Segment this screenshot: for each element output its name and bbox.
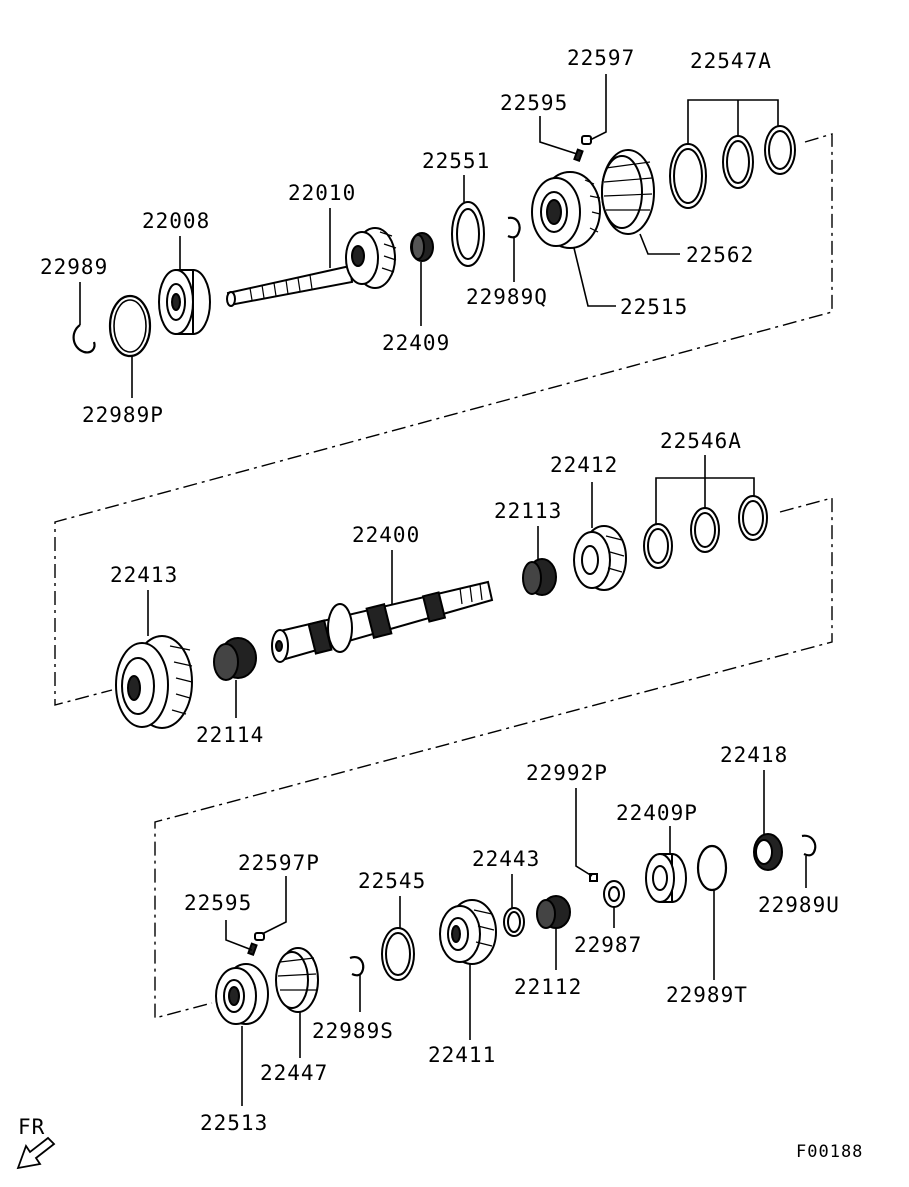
part-22409P-bearing[interactable] [645, 853, 687, 903]
part-22112-needle-bearing[interactable] [536, 895, 571, 929]
part-22513-synchro-hub[interactable] [215, 963, 269, 1025]
label-22989Q: 22989Q [466, 285, 548, 309]
label-22989U: 22989U [758, 893, 840, 917]
label-22992P: 22992P [526, 761, 608, 785]
part-22515-synchro-hub[interactable] [531, 171, 601, 249]
part-22418-bearing[interactable] [753, 833, 783, 871]
part-22595-spring-bottom[interactable] [247, 942, 258, 957]
part-22992P-ball[interactable] [589, 873, 598, 882]
label-22409P: 22409P [616, 801, 698, 825]
label-22400: 22400 [352, 523, 420, 547]
label-22447: 22447 [260, 1061, 328, 1085]
direction-label: FR [18, 1115, 45, 1139]
part-22412-gear[interactable] [573, 525, 627, 591]
label-22595-top: 22595 [500, 91, 568, 115]
part-22595-spring-top[interactable] [573, 148, 584, 163]
part-22989S-snap-ring[interactable] [349, 956, 365, 977]
label-22989: 22989 [40, 255, 108, 279]
part-22411-gear[interactable] [439, 899, 497, 965]
label-22010: 22010 [288, 181, 356, 205]
front-arrow-icon [16, 1136, 56, 1170]
part-22551-ring[interactable] [451, 201, 485, 267]
part-labels: 22989 22008 22010 22551 22595 22597 2254… [40, 46, 840, 1135]
label-22412: 22412 [550, 453, 618, 477]
part-22562-sleeve[interactable] [601, 149, 655, 235]
part-22010-input-shaft[interactable] [226, 227, 397, 307]
part-22989-snap-ring[interactable] [72, 324, 96, 354]
label-22989T: 22989T [666, 983, 748, 1007]
part-22989T-snap-ring[interactable] [696, 844, 728, 892]
label-22418: 22418 [720, 743, 788, 767]
label-22443: 22443 [472, 847, 540, 871]
label-22989P: 22989P [82, 403, 164, 427]
label-22113: 22113 [494, 499, 562, 523]
part-22987-washer[interactable] [603, 880, 625, 908]
label-22112: 22112 [514, 975, 582, 999]
label-22515: 22515 [620, 295, 688, 319]
label-22008: 22008 [142, 209, 210, 233]
part-22597-key-top[interactable] [581, 135, 592, 145]
label-22546A: 22546A [660, 429, 742, 453]
label-22409: 22409 [382, 331, 450, 355]
part-22413-gear[interactable] [115, 635, 193, 729]
label-22987: 22987 [574, 933, 642, 957]
part-22597P-key[interactable] [254, 932, 265, 941]
part-22400-main-shaft[interactable] [271, 580, 494, 663]
label-22413: 22413 [110, 563, 178, 587]
label-22562: 22562 [686, 243, 754, 267]
part-22546A-synchro-rings[interactable] [643, 495, 768, 569]
label-22547A: 22547A [690, 49, 772, 73]
section-frames [54, 133, 833, 1019]
part-22447-sleeve[interactable] [275, 947, 319, 1013]
part-22989Q-snap-ring[interactable] [507, 216, 521, 239]
part-22443-ring[interactable] [503, 907, 525, 937]
part-22547A-synchro-rings[interactable] [669, 125, 796, 209]
label-22545: 22545 [358, 869, 426, 893]
label-22513: 22513 [200, 1111, 268, 1135]
part-22409-needle-bearing[interactable] [410, 232, 434, 262]
figure-code: F00188 [796, 1142, 863, 1162]
part-22989U-snap-ring[interactable] [801, 834, 817, 857]
part-22114-needle-bearing[interactable] [213, 637, 257, 681]
part-22008-bearing[interactable] [158, 269, 211, 335]
direction-indicator: FR [16, 1115, 56, 1170]
leader-lines [79, 74, 807, 1106]
part-22545-ring[interactable] [381, 927, 415, 981]
label-22551: 22551 [422, 149, 490, 173]
label-22595-bottom: 22595 [184, 891, 252, 915]
part-22113-needle-bearing[interactable] [522, 558, 557, 596]
label-22114: 22114 [196, 723, 264, 747]
label-22597: 22597 [567, 46, 635, 70]
label-22597P: 22597P [238, 851, 320, 875]
label-22989S: 22989S [312, 1019, 394, 1043]
part-22989P-snap-ring[interactable] [108, 294, 152, 358]
label-22411: 22411 [428, 1043, 496, 1067]
